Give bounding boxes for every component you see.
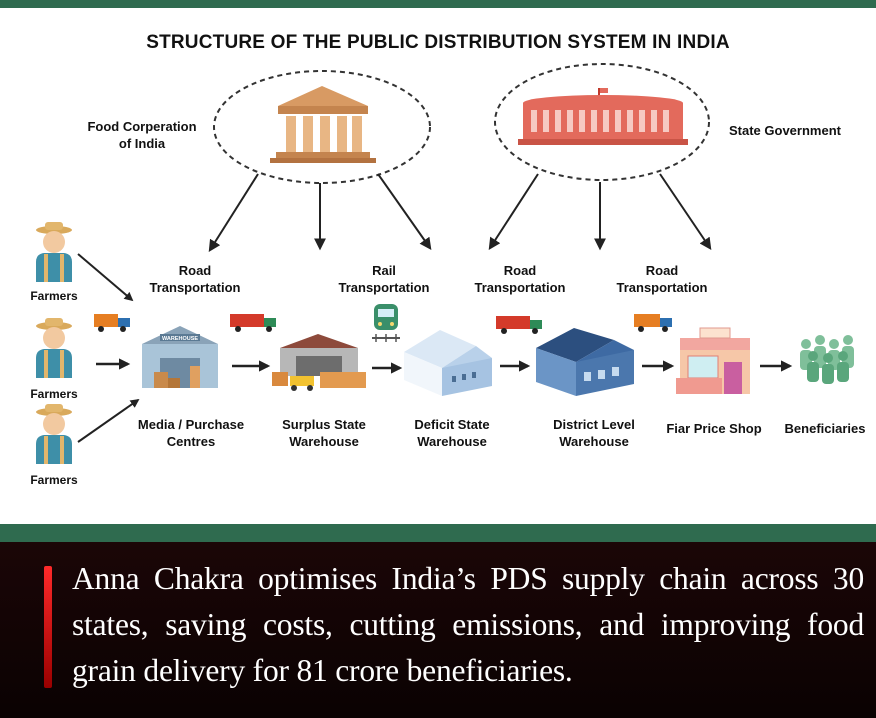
parliament-icon	[518, 88, 688, 145]
caption-accent-bar	[44, 566, 52, 688]
fci-label: Food Corperation of India	[87, 119, 197, 151]
state-arrow-3	[659, 173, 712, 250]
farmer-icon-3	[36, 404, 72, 464]
farmer-arrow-1	[77, 253, 134, 302]
surplus-warehouse-icon	[272, 334, 366, 391]
pds-flow-diagram: WAREHOUSE	[36, 63, 854, 464]
beneficiaries-icon	[800, 335, 854, 384]
truck-icon-1	[94, 314, 130, 332]
train-icon	[372, 304, 400, 342]
caption-text: Anna Chakra optimises India’s PDS supply…	[72, 561, 864, 688]
purchase-centre-icon: WAREHOUSE	[142, 326, 218, 388]
fci-arrow-3	[377, 173, 432, 250]
farmer-arrow-3	[77, 398, 140, 443]
farmer-label-2: Farmers	[30, 387, 78, 401]
truck-icon-3	[496, 316, 542, 334]
node-label-beneficiaries: Beneficiaries	[784, 421, 866, 436]
fci-ellipse	[213, 70, 431, 184]
node-label-district-warehouse: District Level Warehouse	[553, 417, 635, 449]
district-warehouse-icon	[536, 328, 634, 396]
deficit-warehouse-icon	[404, 330, 492, 396]
node-label-purchase-centres: Media / Purchase Centres	[137, 417, 245, 449]
farmer-icon-1	[36, 222, 72, 282]
transport-label-3: Road Transportation	[474, 263, 566, 295]
transport-label-4: Road Transportation	[616, 263, 708, 295]
caption-panel	[0, 542, 876, 718]
warehouse-sign-text: WAREHOUSE	[162, 336, 198, 342]
top-green-band	[0, 0, 876, 8]
diagram-title: STRUCTURE OF THE PUBLIC DISTRIBUTION SYS…	[146, 32, 730, 53]
transport-label-1: Road Transportation	[149, 263, 241, 295]
state-government-label: State Government	[729, 123, 841, 138]
mid-green-band	[0, 524, 876, 542]
node-label-fair-price-shop: Fiar Price Shop	[666, 421, 762, 436]
farmer-icon-2	[36, 318, 72, 378]
fci-building-icon	[270, 86, 376, 163]
node-label-deficit-warehouse: Deficit State Warehouse	[414, 417, 490, 449]
truck-icon-4	[634, 314, 672, 332]
node-label-surplus-warehouse: Surplus State Warehouse	[282, 417, 366, 449]
farmer-label-1: Farmers	[30, 289, 78, 303]
fair-price-shop-icon	[676, 327, 750, 394]
truck-icon-2	[230, 314, 276, 332]
fci-arrow-1	[208, 173, 259, 253]
transport-label-2: Rail Transportation	[338, 263, 430, 295]
state-arrow-1	[488, 173, 539, 251]
state-ellipse	[494, 63, 710, 181]
farmer-label-3: Farmers	[30, 473, 78, 487]
